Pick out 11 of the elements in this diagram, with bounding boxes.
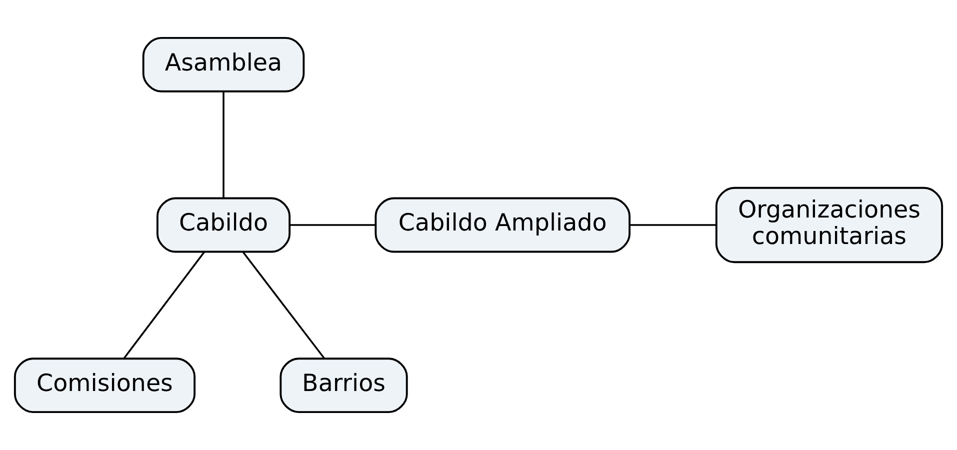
connector bbox=[123, 251, 206, 359]
connector bbox=[242, 251, 325, 359]
node-box: Cabildo Ampliado bbox=[374, 197, 631, 253]
node-box: Organizaciones comunitarias bbox=[715, 186, 944, 264]
node-box: Cabildo bbox=[156, 197, 291, 253]
node-box: Barrios bbox=[280, 358, 408, 414]
connector bbox=[290, 224, 376, 226]
node-box: Asamblea bbox=[142, 36, 305, 92]
node-box: Comisiones bbox=[14, 358, 196, 414]
connector bbox=[630, 224, 716, 226]
connector bbox=[222, 91, 224, 198]
